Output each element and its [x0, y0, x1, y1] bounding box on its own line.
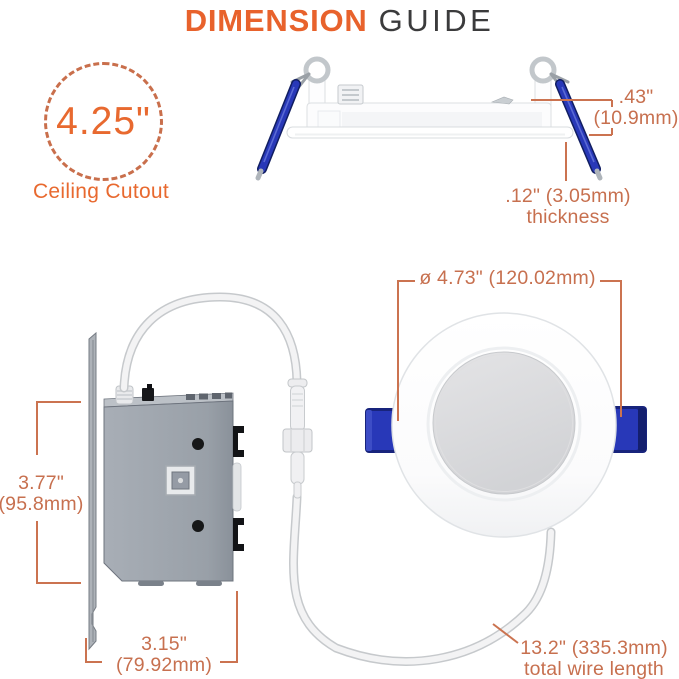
spring-arm-right-icon: [555, 79, 603, 181]
dimension-line-box-height: [36, 401, 81, 584]
annotation-box-height: 3.77" (95.8mm): [0, 473, 85, 515]
title-primary: DIMENSION: [184, 3, 368, 38]
annotation-housing-height: .43" (10.9mm): [592, 87, 679, 129]
side-view-illustration: [255, 56, 603, 181]
flange-thickness-label: thickness: [526, 206, 610, 228]
box-height-value: 3.77": [18, 472, 64, 494]
page-title: DIMENSION GUIDE: [0, 3, 679, 39]
wire-lower-illustration: [289, 492, 556, 666]
test-button-icon: [165, 465, 196, 496]
annotation-box-width: 3.15" (79.92mm): [103, 634, 225, 676]
flange-thickness-value: .12" (3.05mm): [505, 185, 631, 207]
pivot-ring-right-icon: [529, 56, 557, 84]
dimension-lines: [36, 99, 622, 663]
junction-box-illustration: [88, 331, 244, 651]
wire-length-value: 13.2" (335.3mm): [520, 637, 668, 659]
downlight-front-illustration: [365, 312, 647, 538]
dimension-line-diameter: [397, 280, 622, 421]
housing-height-value: .43": [618, 86, 654, 108]
cutout-value: 4.25": [56, 99, 151, 143]
wire-upper-illustration: [119, 292, 302, 393]
diameter-value: ø 4.73" (120.02mm): [419, 267, 596, 289]
ceiling-cutout-circle: 4.25": [44, 62, 163, 181]
terminal-block-icon: [337, 84, 364, 105]
wire-connector-illustration: [282, 378, 313, 499]
annotation-flange-thickness: .12" (3.05mm) thickness: [501, 186, 635, 228]
wire-length-label: total wire length: [524, 658, 664, 679]
title-secondary: GUIDE: [378, 3, 495, 38]
box-width-metric: (79.92mm): [115, 654, 213, 676]
dimension-line-housing-height: [531, 99, 613, 136]
box-height-metric: (95.8mm): [0, 493, 84, 515]
dimension-line-box-width: [85, 591, 238, 663]
dimension-line-wire-leader: [492, 623, 519, 644]
housing-height-metric: (10.9mm): [593, 107, 679, 129]
box-width-value: 3.15": [141, 633, 187, 655]
spring-arm-left-icon: [255, 79, 301, 181]
annotation-diameter: ø 4.73" (120.02mm): [417, 268, 598, 289]
annotation-wire-length: 13.2" (335.3mm) total wire length: [508, 638, 679, 679]
pivot-ring-left-icon: [303, 56, 331, 84]
cutout-label: Ceiling Cutout: [32, 180, 170, 203]
switch-icon: [142, 384, 154, 401]
